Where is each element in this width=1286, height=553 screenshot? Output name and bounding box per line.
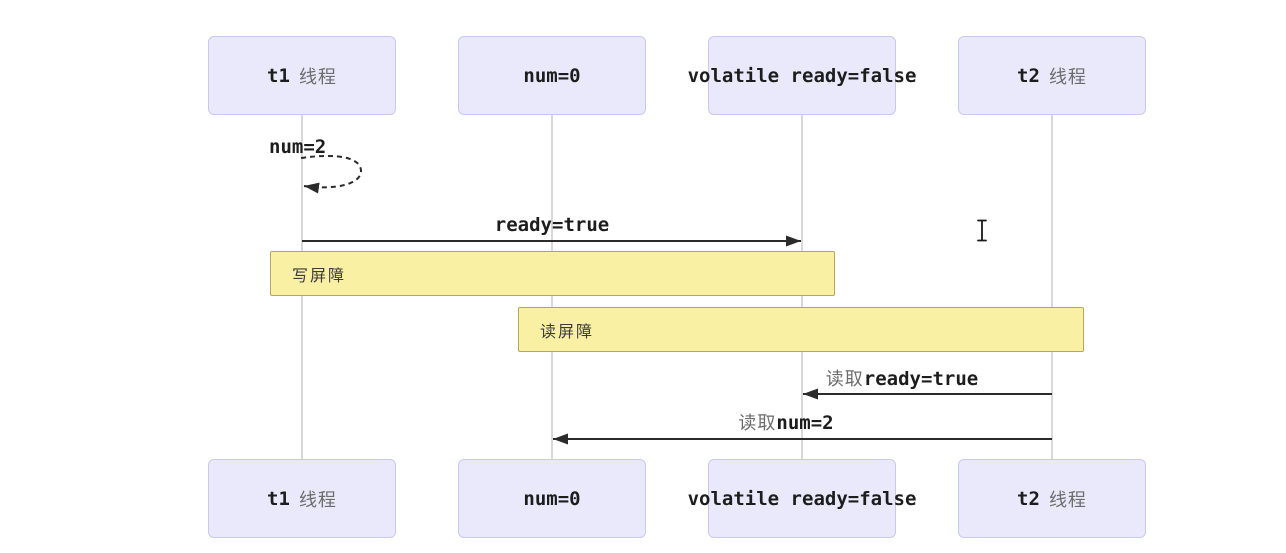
write-barrier-label: 写屏障 <box>292 265 347 285</box>
actor-label-cjk: 线程 <box>298 489 337 511</box>
actor-box-t1-top: t1 线程 <box>208 36 396 115</box>
actor-box-num-top: num=0 <box>458 36 646 115</box>
actor-label-cjk: 线程 <box>1048 66 1087 88</box>
actor-label-mono: t2 <box>1017 64 1040 87</box>
actor-label-mono: t2 <box>1017 487 1040 510</box>
message-label-write-ready: ready=true <box>494 214 610 236</box>
message-label-num-assign: num=2 <box>269 136 327 158</box>
message-label-read-num: 读取num=2 <box>738 412 834 434</box>
actor-box-t2-top: t2 线程 <box>958 36 1146 115</box>
write-barrier-bar: 写屏障 <box>270 251 835 296</box>
actor-label-mono: num=0 <box>523 64 581 87</box>
self-loop-arrow-num-assign <box>300 155 363 194</box>
actor-label-mono: t1 <box>267 487 290 510</box>
actor-box-num-bottom: num=0 <box>458 459 646 538</box>
actor-box-volatile-ready-top: volatile ready=false <box>688 36 916 115</box>
actor-box-t1-bottom: t1 线程 <box>208 459 396 538</box>
read-barrier-bar: 读屏障 <box>518 307 1084 352</box>
actor-label-cjk: 线程 <box>298 66 337 88</box>
read-barrier-label: 读屏障 <box>540 321 595 341</box>
actor-label-cjk: 线程 <box>1048 489 1087 511</box>
message-label-read-ready: 读取ready=true <box>825 368 979 390</box>
actor-box-t2-bottom: t2 线程 <box>958 459 1146 538</box>
actor-label-mono: volatile ready=false <box>687 487 917 510</box>
text-cursor-icon <box>977 219 987 242</box>
actor-label-mono: t1 <box>267 64 290 87</box>
actor-label-mono: volatile ready=false <box>687 64 917 87</box>
actor-label-mono: num=0 <box>523 487 581 510</box>
actor-box-volatile-ready-bottom: volatile ready=false <box>688 459 916 538</box>
